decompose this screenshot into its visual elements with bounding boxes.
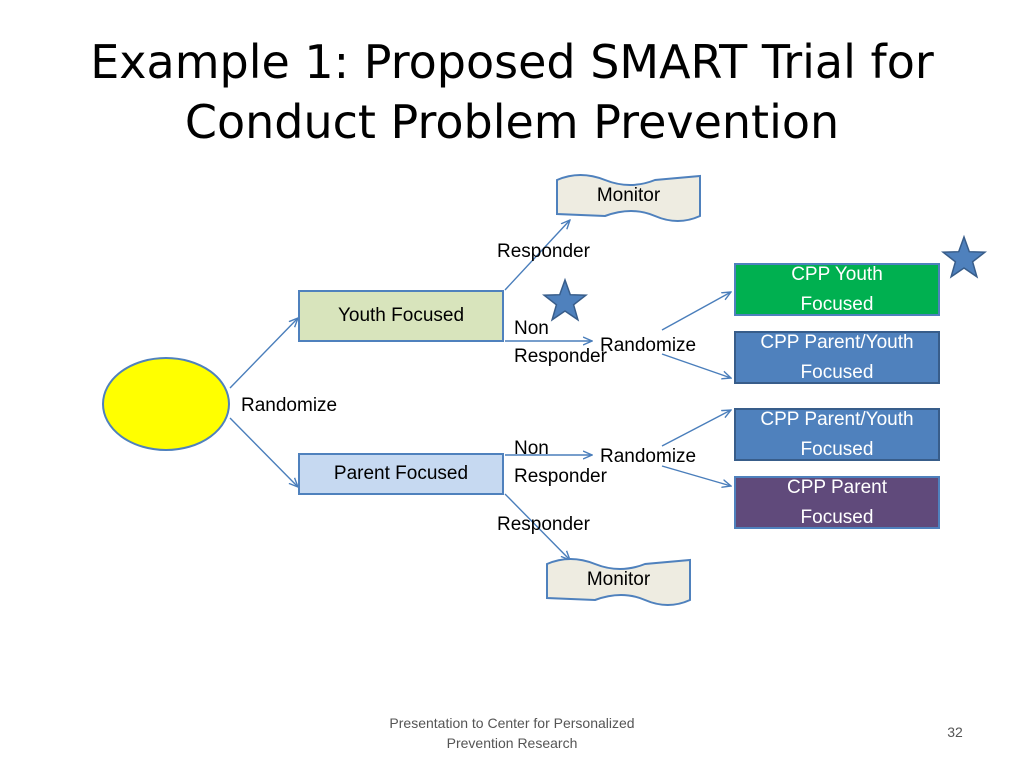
page-number: 32: [947, 724, 963, 740]
star-icon: [941, 234, 987, 279]
youth-focused-box: Youth Focused: [298, 290, 504, 342]
monitor-top: Monitor: [557, 184, 700, 208]
title-line-1: Example 1: Proposed SMART Trial for: [90, 35, 934, 89]
arrow-to-monitor-bottom: [504, 493, 570, 560]
nonresponder-bottom-label: Non Responder: [514, 433, 607, 492]
nonresponder-top-line1: Non: [514, 318, 549, 339]
slide-title: Example 1: Proposed SMART Trial for Cond…: [0, 32, 1024, 152]
monitor-top-label: Monitor: [596, 185, 661, 206]
arrow-to-parent: [229, 417, 298, 487]
cpp-youth-line1: CPP Youth: [791, 263, 883, 285]
cpp-youth-box: CPP Youth Focused: [734, 263, 940, 316]
arrow-to-cpp-parent-youth-bottom: [661, 410, 731, 447]
cpp-parent-youth-bottom-line1: CPP Parent/Youth: [760, 408, 914, 430]
cpp-parent-youth-top-box: CPP Parent/Youth Focused: [734, 331, 940, 384]
nonresponder-bottom-line1: Non: [514, 438, 549, 459]
arrow-to-monitor-top: [504, 220, 570, 291]
cpp-parent-line1: CPP Parent: [787, 476, 887, 498]
monitor-top-shape: [556, 174, 701, 222]
responder-bottom-label: Responder: [497, 514, 590, 535]
randomize-bottom-label: Randomize: [600, 446, 697, 467]
footer-line-2: Prevention Research: [446, 735, 578, 751]
slide-footer: Presentation to Center for Personalized …: [362, 713, 662, 753]
nonresponder-bottom-line2: Responder: [514, 466, 607, 487]
cpp-parent-youth-top-line2: Focused: [800, 361, 874, 383]
cpp-youth-line2: Focused: [800, 293, 874, 315]
cpp-parent-youth-bottom-box: CPP Parent/Youth Focused: [734, 408, 940, 461]
arrow-to-youth: [229, 318, 298, 389]
footer-line-1: Presentation to Center for Personalized: [389, 715, 635, 731]
connector-arrows: [229, 220, 731, 560]
parent-focused-label: Parent Focused: [333, 463, 469, 484]
cpp-parent-youth-top-line1: CPP Parent/Youth: [760, 331, 914, 353]
nonresponder-top-label: Non Responder: [514, 313, 607, 372]
monitor-bottom: Monitor: [547, 568, 690, 592]
randomize-main-label: Randomize: [241, 395, 338, 416]
arrow-to-cpp-parent-youth-top: [661, 353, 731, 378]
star-icon: [542, 277, 588, 322]
arrow-to-cpp-parent: [661, 465, 731, 486]
cpp-parent-box: CPP Parent Focused: [734, 476, 940, 529]
arrow-to-cpp-youth: [661, 292, 731, 331]
title-line-2: Conduct Problem Prevention: [184, 95, 840, 149]
nonresponder-top-line2: Responder: [514, 346, 607, 367]
parent-focused-box: Parent Focused: [298, 453, 504, 495]
randomize-top-label: Randomize: [600, 335, 697, 356]
start-node: [102, 357, 230, 451]
monitor-bottom-label: Monitor: [586, 569, 651, 590]
monitor-bottom-shape: [546, 558, 691, 606]
cpp-parent-youth-bottom-line2: Focused: [800, 438, 874, 460]
cpp-parent-line2: Focused: [800, 506, 874, 528]
youth-focused-label: Youth Focused: [337, 305, 465, 326]
responder-top-label: Responder: [497, 241, 590, 262]
